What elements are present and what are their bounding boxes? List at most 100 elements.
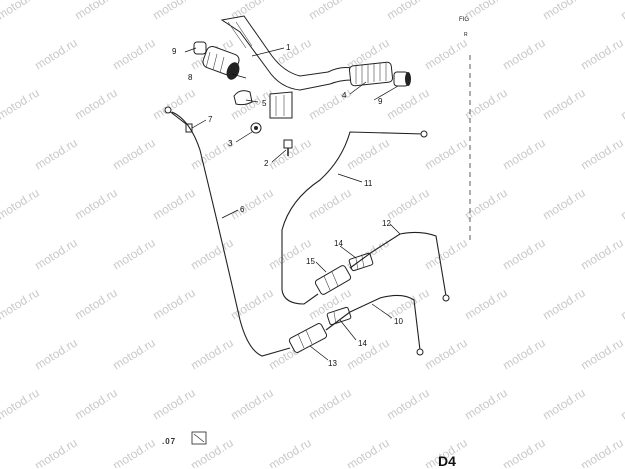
callout-4: 4 [342,91,347,100]
choke-cable [371,231,447,297]
callout-10: 10 [394,317,403,326]
watermark-text: motod.ru [618,186,625,223]
left-grip [202,46,240,80]
watermark-text: motod.ru [0,86,42,123]
watermark-text: motod.ru [540,0,588,23]
watermark-text: motod.ru [344,436,392,468]
watermark-text: motod.ru [228,86,276,123]
watermark-text: motod.ru [344,336,392,373]
watermark-text: motod.ru [384,0,432,23]
watermark-text: motod.ru [384,386,432,423]
watermark-text: motod.ru [306,386,354,423]
watermark-text: motod.ru [618,0,625,23]
watermark-text: motod.ru [150,286,198,323]
callout-14-lower: 14 [358,339,367,348]
watermark-text: motod.ru [500,236,548,273]
throttle-cable [171,111,291,357]
cable-splitter-body [314,265,352,295]
right-bar-end-weight [393,71,411,87]
holder-bolt [283,139,293,156]
watermark-text: motod.ru [110,136,158,173]
right-grip [348,61,394,87]
callout-13: 13 [328,359,337,368]
watermark-text: motod.ru [0,186,42,223]
holder-nut [250,122,262,134]
throttle-cable-splitter [288,323,328,353]
watermark-text: motod.ru [540,286,588,323]
watermark-text: motod.ru [306,186,354,223]
watermark-text: motod.ru [344,136,392,173]
watermark-text: motod.ru [72,286,120,323]
print-stamp-mark [193,433,205,443]
handlebar-assembly [185,15,411,156]
watermark-text: motod.ru [32,336,80,373]
starter-cable [349,294,421,351]
figure-sublabel: R [464,32,468,38]
watermark-text: motod.ru [618,86,625,123]
cable-adjuster-screw [185,123,193,133]
watermark-text: motod.ru [578,236,625,273]
watermark-text: motod.ru [110,336,158,373]
watermark-text: motod.ru [0,36,2,73]
watermark-text: motod.ru [384,86,432,123]
callout-2: 2 [264,159,269,168]
print-code: .07 [162,437,177,446]
watermark-text: motod.ru [578,436,625,468]
watermark-text: motod.ru [228,186,276,223]
watermark-text: motod.ru [150,186,198,223]
callout-1: 1 [286,43,291,52]
watermark-text: motod.ru [72,186,120,223]
watermark-text: motod.ru [32,36,80,73]
watermark-text: motod.ru [500,136,548,173]
tube-shading [235,21,253,47]
watermark-text: motod.ru [384,186,432,223]
watermark-text: motod.ru [422,36,470,73]
watermark-text: motod.ru [422,136,470,173]
choke-cable-end [442,294,450,302]
callout-numbers: 1 2 3 4 5 6 7 8 9 9 10 11 12 13 14 14 15 [172,43,403,368]
callout-15: 15 [306,257,315,266]
watermark-text: motod.ru [306,86,354,123]
watermark-text: motod.ru [32,236,80,273]
watermark-text: motod.ru [0,386,42,423]
watermark-text: motod.ru [500,36,548,73]
watermark-text: motod.ru [618,286,625,323]
watermark-text: motod.ru [0,0,42,23]
watermark-text: motod.ru [462,286,510,323]
throttle-cable-nipple [164,106,172,114]
watermark-text: motod.ru [384,286,432,323]
watermark-text: motod.ru [306,0,354,23]
watermark-text: motod.ru [150,0,198,23]
watermark-text: motod.ru [462,86,510,123]
sheet-code: D4 [438,453,456,469]
watermark-text: motod.ru [462,186,510,223]
watermark-text: motod.ru [228,286,276,323]
watermark-text: motod.ru [422,236,470,273]
watermark-text: motod.ru [72,386,120,423]
watermark-text: motod.ru [266,436,314,468]
watermark-text: motod.ru [228,386,276,423]
watermark-text: motod.ru [578,36,625,73]
watermark-text: motod.ru [266,236,314,273]
front-brake-cable [281,131,425,305]
watermark-text: motod.ru [188,236,236,273]
left-bar-end-weight [193,41,207,55]
callout-5: 5 [262,99,267,108]
watermark-text: motod.ru [110,36,158,73]
watermark-text: motod.ru [500,336,548,373]
watermark-text: motod.ru [0,136,2,173]
watermark-text: motod.ru [578,336,625,373]
watermark-text: motod.ru [618,386,625,423]
watermark-text: motod.ru [0,336,2,373]
handlebar-holder [233,90,293,119]
callout-3: 3 [228,139,233,148]
callout-14-upper: 14 [334,239,343,248]
watermark-text: motod.ru [32,136,80,173]
watermark-text: motod.ru [500,436,548,468]
watermark-text: motod.ru [540,386,588,423]
watermark-text: motod.ru [110,436,158,468]
splitter-link-cable [349,251,373,269]
